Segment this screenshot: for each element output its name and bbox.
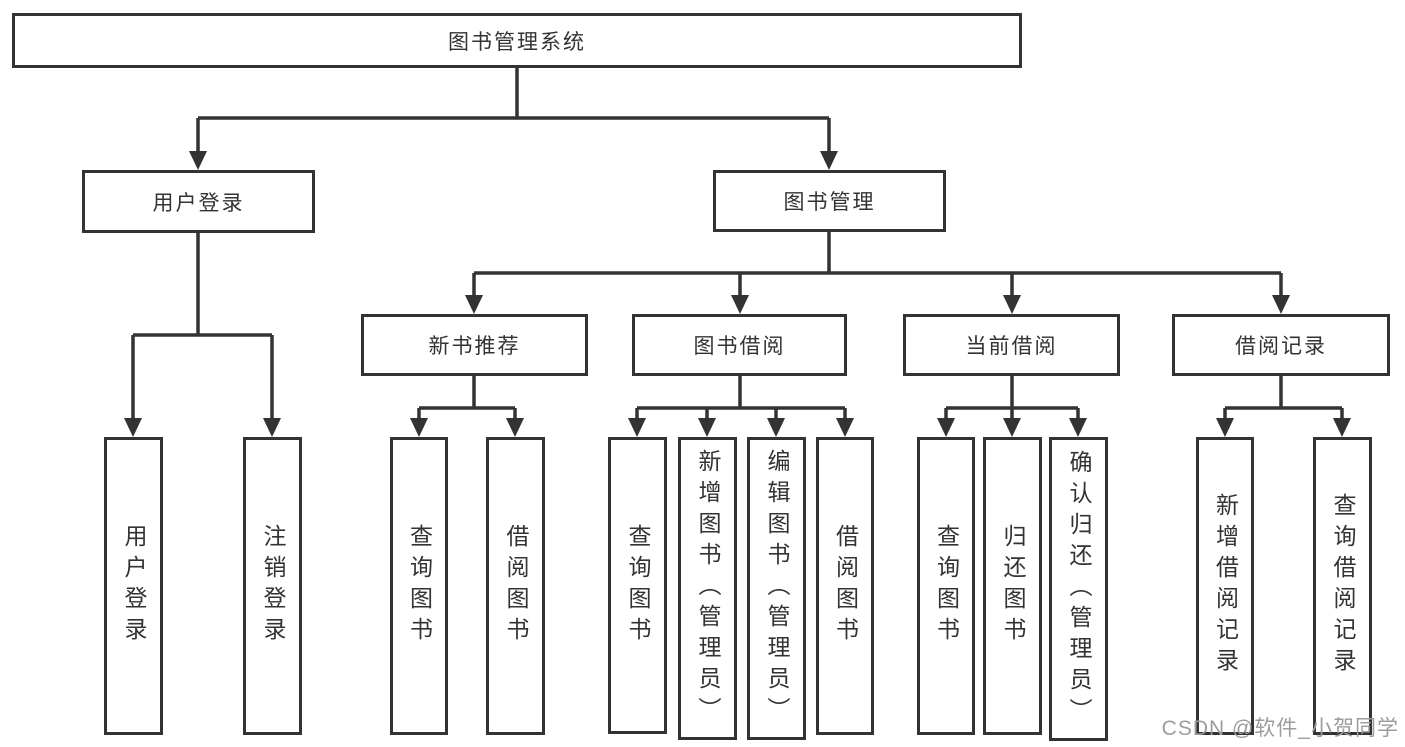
node-add-book-admin: 新增图书（管理员） — [678, 437, 737, 740]
node-user-login-branch: 用户登录 — [82, 170, 315, 233]
node-label: 借阅图书 — [832, 524, 859, 648]
connector-lines — [131, 68, 1344, 424]
node-library-management-system: 图书管理系统 — [12, 13, 1022, 68]
node-borrow-books-recommend: 借阅图书 — [486, 437, 545, 735]
node-logout-leaf: 注销登录 — [243, 437, 302, 735]
node-label: 图书管理系统 — [448, 30, 586, 54]
node-label: 查询图书 — [625, 523, 651, 648]
node-label: 新增借阅记录 — [1212, 493, 1239, 679]
node-query-borrow-record: 查询借阅记录 — [1313, 437, 1372, 735]
node-borrow-books-leaf: 借阅图书 — [816, 437, 874, 735]
node-label: 用户登录 — [121, 524, 147, 648]
node-return-books: 归还图书 — [983, 437, 1042, 735]
node-label: 编辑图书（管理员） — [764, 449, 790, 728]
node-label: 查询图书 — [933, 524, 960, 648]
node-label: 图书管理 — [783, 191, 876, 214]
node-label: 注销登录 — [260, 524, 286, 648]
node-confirm-return-admin: 确认归还（管理员） — [1049, 437, 1108, 741]
node-query-books-recommend: 查询图书 — [390, 437, 448, 735]
node-query-books-borrowing: 查询图书 — [608, 437, 667, 734]
node-book-borrowing: 图书借阅 — [632, 314, 847, 376]
node-label: 当前借阅 — [965, 335, 1058, 358]
node-label: 用户登录 — [152, 191, 245, 215]
node-new-book-recommend: 新书推荐 — [361, 314, 588, 376]
node-label: 查询借阅记录 — [1330, 493, 1356, 679]
node-label: 查询图书 — [406, 524, 433, 648]
node-edit-book-admin: 编辑图书（管理员） — [747, 437, 806, 740]
node-label: 借阅图书 — [503, 524, 529, 648]
node-borrow-records: 借阅记录 — [1172, 314, 1390, 376]
node-label: 确认归还（管理员） — [1066, 449, 1092, 729]
node-label: 图书借阅 — [693, 335, 786, 358]
node-user-login-leaf: 用户登录 — [104, 437, 163, 735]
node-label: 新增图书（管理员） — [695, 449, 721, 728]
node-current-borrowing: 当前借阅 — [903, 314, 1120, 376]
node-add-borrow-record: 新增借阅记录 — [1196, 437, 1254, 735]
node-query-books-current: 查询图书 — [917, 437, 975, 735]
csdn-watermark: CSDN @软件_小贺同学 — [1161, 717, 1399, 740]
node-label: 归还图书 — [1000, 524, 1026, 648]
node-label: 借阅记录 — [1235, 335, 1327, 358]
node-label: 新书推荐 — [428, 335, 521, 358]
node-book-management: 图书管理 — [713, 170, 946, 232]
